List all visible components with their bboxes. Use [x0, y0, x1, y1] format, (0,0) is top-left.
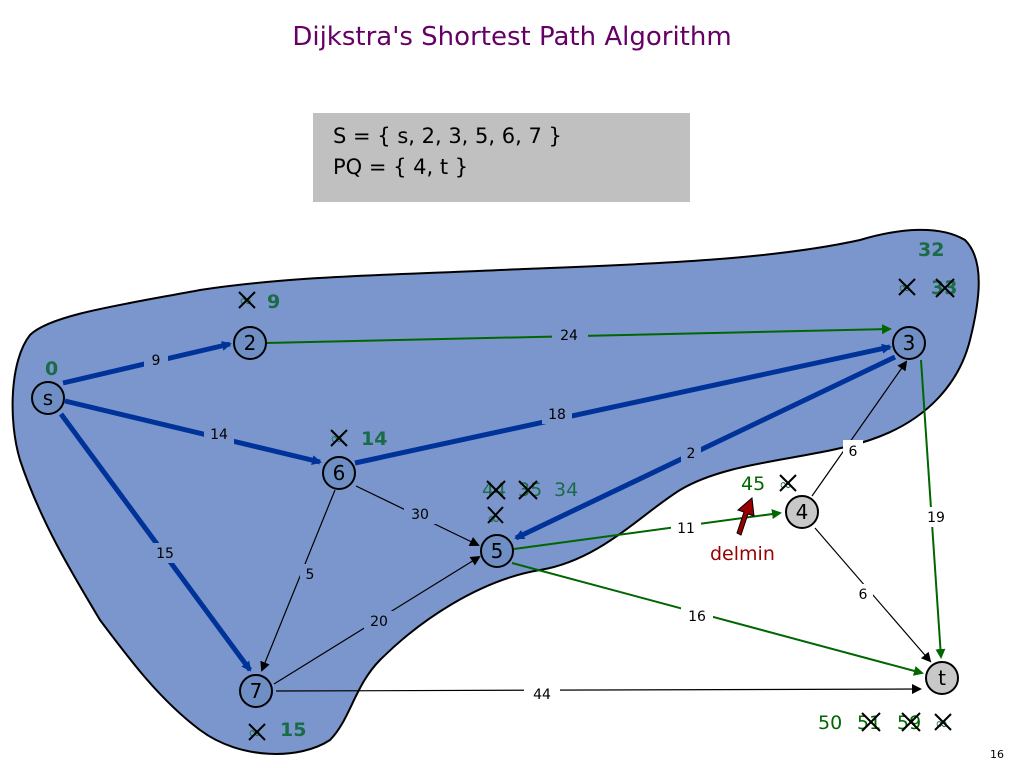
- weight-4-3: 6: [849, 444, 858, 460]
- node-label-3: 3: [903, 331, 916, 355]
- cross-mark-icon: [238, 291, 256, 309]
- edge-6-7: [260, 489, 336, 672]
- node-3[interactable]: 3: [892, 326, 926, 360]
- node-6[interactable]: 6: [322, 456, 356, 490]
- weight-7-5: 20: [370, 614, 388, 630]
- edges: [58, 324, 946, 695]
- node-label-t: t: [938, 666, 946, 690]
- node-2[interactable]: 2: [233, 326, 267, 360]
- edge-weights: 9 14 15 24 18 2 30 5 20 6 11 19 6 16 44: [144, 325, 951, 703]
- weight-s-2: 9: [152, 353, 161, 369]
- dist-s: 0: [45, 358, 58, 380]
- weight-2-3: 24: [560, 328, 578, 344]
- weight-3-t: 19: [927, 510, 945, 526]
- weight-6-7: 5: [306, 567, 315, 583]
- weight-s-6: 14: [210, 427, 228, 443]
- dist-4-current: 45: [741, 473, 765, 495]
- nodes: s 2 3 4 5 6 7 t: [31, 326, 959, 708]
- cross-mark-icon: [487, 506, 504, 524]
- weight-5-t: 16: [688, 609, 706, 625]
- node-7[interactable]: 7: [239, 674, 273, 708]
- delmin-label: delmin: [710, 543, 775, 565]
- priority-queue: PQ = { 4, t }: [333, 155, 469, 179]
- dist-5-final: 34: [554, 479, 578, 501]
- dist-6-final: 14: [361, 428, 387, 450]
- node-s[interactable]: s: [31, 381, 65, 415]
- node-label-4: 4: [796, 500, 809, 524]
- node-label-6: 6: [333, 461, 346, 485]
- delmin-arrow-icon: [736, 497, 755, 536]
- weight-7-t: 44: [533, 687, 551, 703]
- edge-5-t: [511, 562, 924, 676]
- node-5[interactable]: 5: [480, 534, 514, 568]
- dist-5-old2: 35: [518, 479, 542, 501]
- weight-6-5: 30: [411, 507, 429, 523]
- edge-s-7: [58, 412, 253, 672]
- node-label-2: 2: [244, 331, 257, 355]
- cross-mark-icon: [248, 723, 266, 741]
- cross-mark-icon: [486, 480, 506, 500]
- weight-4-t: 6: [859, 587, 868, 603]
- cross-mark-icon: [861, 712, 881, 732]
- node-t[interactable]: t: [925, 661, 959, 695]
- node-label-5: 5: [491, 539, 504, 563]
- weight-5-4: 11: [677, 521, 695, 537]
- edge-4-3: [811, 360, 908, 497]
- settled-set: S = { s, 2, 3, 5, 6, 7 }: [333, 124, 562, 148]
- set-s-region: [11, 228, 980, 755]
- weight-3-5: 2: [687, 446, 696, 462]
- node-4[interactable]: 4: [785, 495, 819, 529]
- cross-mark-icon: [898, 278, 916, 296]
- node-label-7: 7: [250, 679, 263, 703]
- cross-mark-icon: [901, 712, 921, 732]
- dist-t-current: 50: [818, 712, 842, 734]
- dist-3-final: 32: [918, 239, 944, 261]
- weight-6-3: 18: [548, 407, 566, 423]
- edge-5-4: [513, 509, 782, 550]
- cross-mark-icon: [518, 480, 538, 500]
- edge-3-5: [514, 354, 897, 541]
- edge-s-6: [64, 398, 322, 466]
- node-label-s: s: [43, 386, 53, 410]
- cross-mark-icon: [935, 278, 955, 298]
- distance-labels: 0 ∞ 9 ∞ 14 ∞ 15 32 ∞ 33 44 35 34 ∞ 45 ∞ …: [45, 239, 957, 742]
- cross-mark-icon: [934, 713, 952, 731]
- weight-s-7: 15: [156, 546, 174, 562]
- edge-7-t: [275, 684, 922, 695]
- edge-6-3: [354, 343, 892, 466]
- dist-2-final: 9: [267, 291, 280, 313]
- cross-mark-icon: [330, 429, 348, 447]
- page-number: 16: [990, 748, 1004, 761]
- page-title: Dijkstra's Shortest Path Algorithm: [292, 22, 732, 52]
- state-box: S = { s, 2, 3, 5, 6, 7 } PQ = { 4, t }: [313, 113, 690, 202]
- cross-mark-icon: [779, 474, 797, 492]
- dist-7-final: 15: [280, 719, 306, 741]
